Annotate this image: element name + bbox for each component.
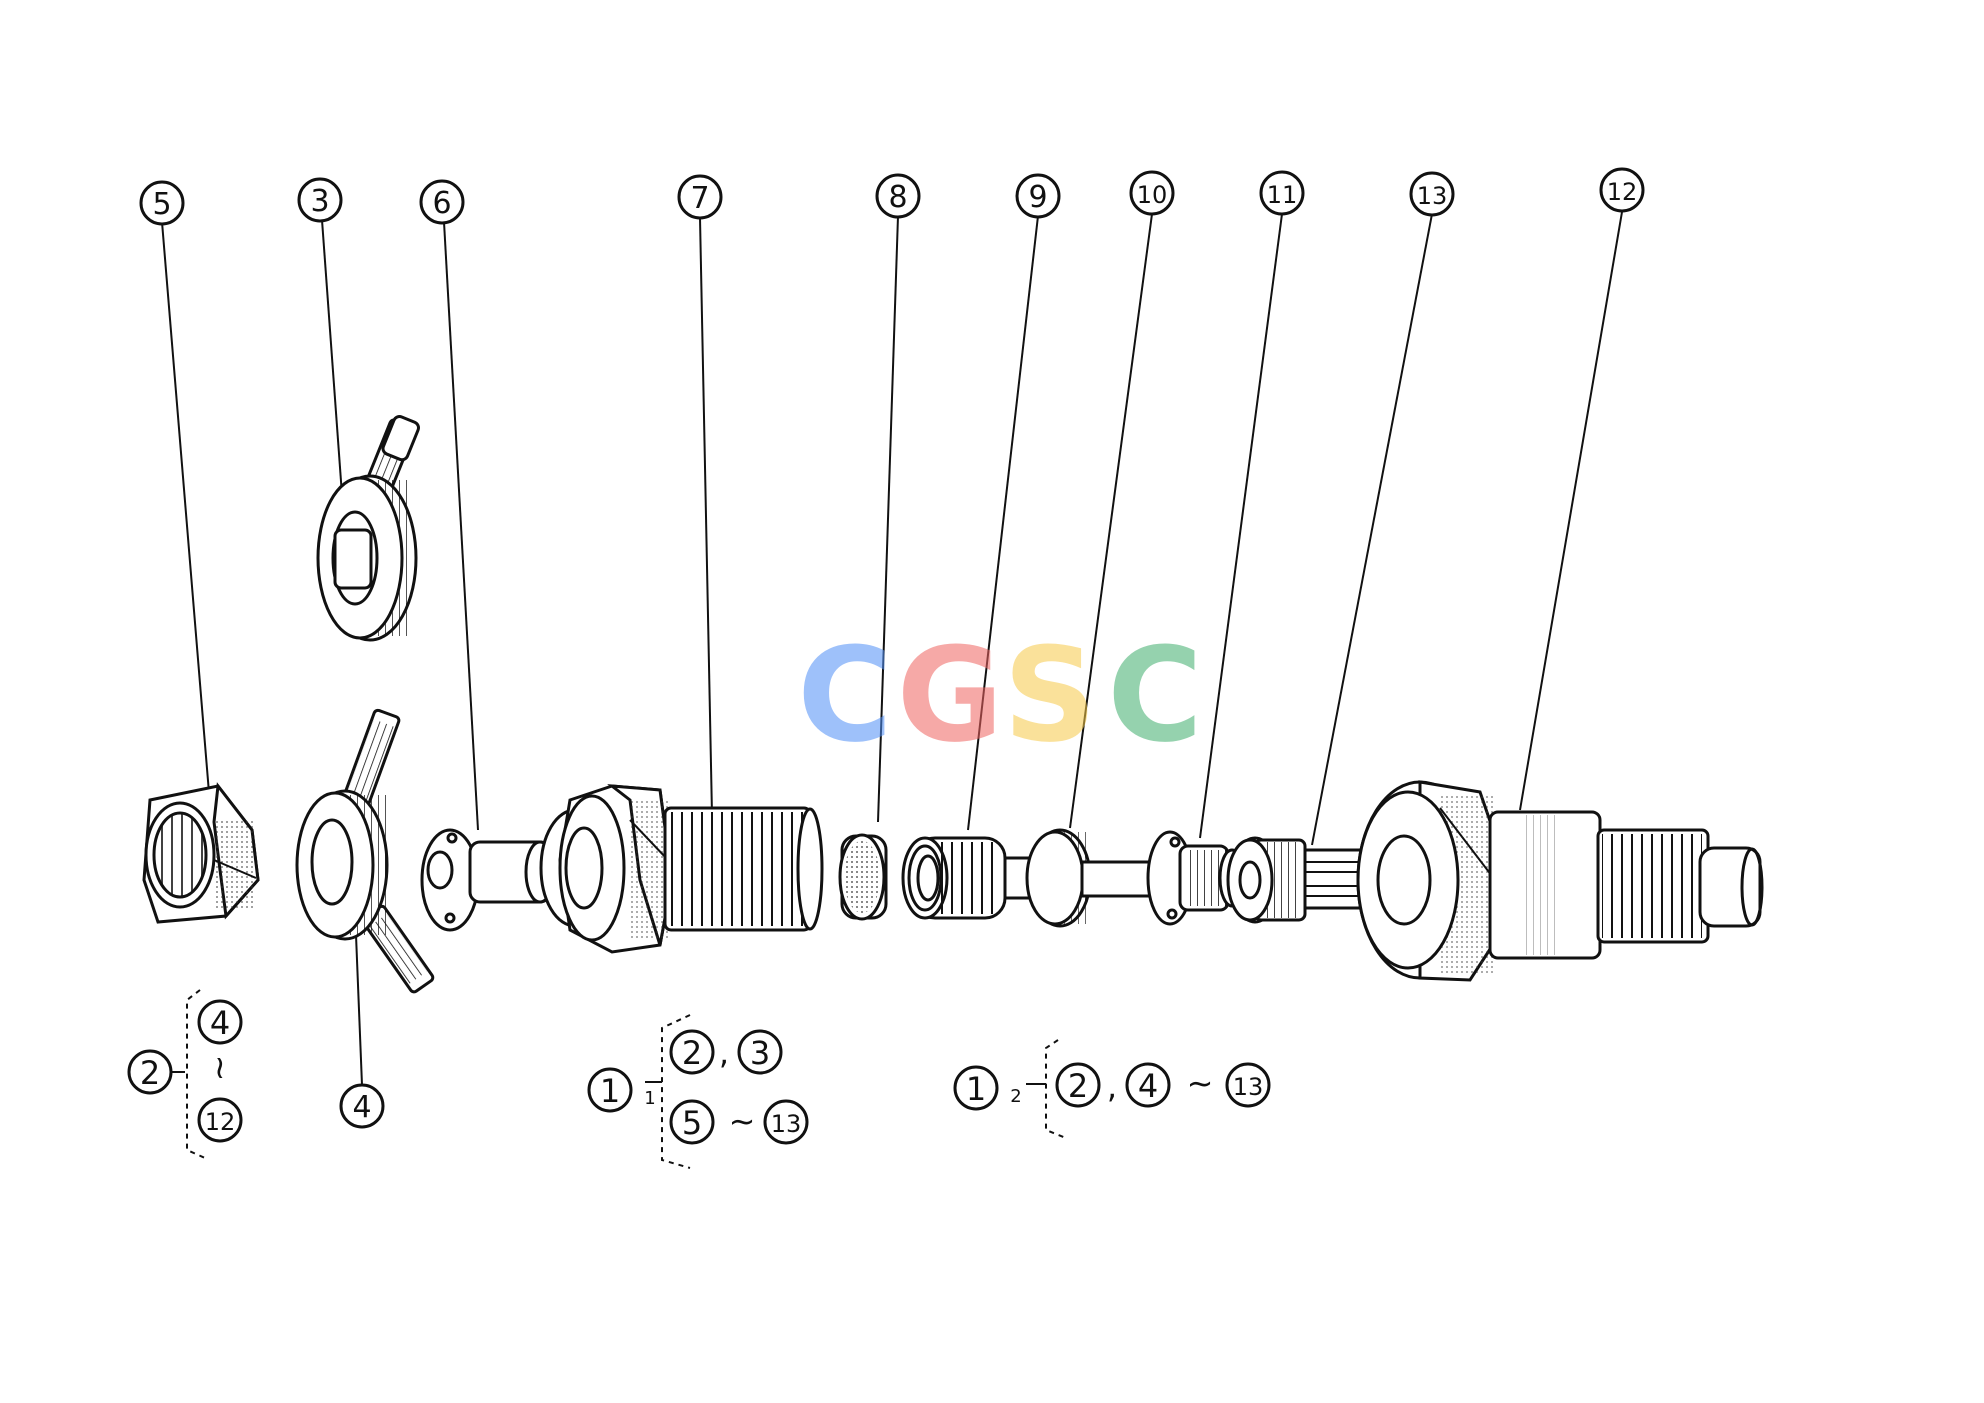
part-10-washer-rod	[1003, 828, 1164, 928]
callout-9: 9	[1015, 173, 1061, 219]
watermark-letter-c2: C	[1107, 619, 1202, 771]
callout-6: 6	[419, 179, 465, 225]
group-1-2-sub: 2	[1010, 1086, 1021, 1107]
part-9-spring	[901, 836, 1007, 920]
leader-lines	[161, 211, 1623, 1086]
group-1-2-c: 13	[1233, 1073, 1264, 1101]
part-4-banjo-fitting	[295, 708, 435, 994]
callout-10: 10	[1129, 170, 1175, 216]
group-1-2-a: 2	[1068, 1067, 1088, 1105]
group-1-2-comma: ,	[1107, 1068, 1117, 1106]
callout-13-label: 13	[1417, 182, 1448, 210]
group-2-bottom: 12	[205, 1108, 236, 1136]
callout-11-label: 11	[1267, 181, 1298, 209]
group-2-parent: 2	[140, 1054, 160, 1092]
watermark-letter-c1: C	[797, 619, 892, 771]
group-2-tilde: ~	[202, 1055, 240, 1082]
part-8-filter-disc	[838, 833, 888, 921]
callout-13: 13	[1409, 171, 1455, 217]
callout-4: 4	[339, 1083, 385, 1129]
group-2-top: 4	[210, 1004, 230, 1042]
group-1-1-a: 2	[682, 1034, 702, 1072]
callout-7: 7	[677, 174, 723, 220]
group-1-2-b: 4	[1138, 1067, 1158, 1105]
cgsc-watermark: C G S C	[797, 619, 1202, 771]
callout-4-label: 4	[352, 1090, 371, 1125]
callout-6-label: 6	[432, 186, 451, 221]
callout-7-label: 7	[690, 181, 709, 216]
part-5-hex-nut	[142, 782, 260, 924]
callout-8: 8	[875, 173, 921, 219]
group-1-1-c: 5	[682, 1104, 702, 1142]
part-6-valve-stem	[420, 828, 556, 932]
group-1-1-sub: 1	[644, 1088, 655, 1109]
assembly-group-1-1: 1 1 2 , 3 5 ~ 13	[587, 1014, 809, 1169]
callout-12-label: 12	[1607, 178, 1638, 206]
group-1-2-tilde: ~	[1187, 1064, 1214, 1102]
group-1-1-comma: ,	[719, 1034, 729, 1072]
callout-5: 5	[139, 180, 185, 226]
part-3-banjo-fitting	[316, 415, 420, 642]
callout-9-label: 9	[1028, 180, 1047, 215]
assembly-group-1-2: 1 2 2 , 4 ~ 13	[953, 1039, 1271, 1139]
callout-8-label: 8	[888, 180, 907, 215]
group-1-1-tilde: ~	[729, 1102, 756, 1140]
callout-3-label: 3	[310, 184, 329, 219]
group-1-1-d: 13	[771, 1110, 802, 1138]
assembly-group-2: 2 4 ~ 12	[127, 989, 243, 1159]
watermark-letter-s: S	[1003, 619, 1097, 771]
callout-12: 12	[1599, 167, 1645, 213]
watermark-letter-g: G	[897, 619, 1004, 771]
group-1-2-parent: 1	[966, 1070, 986, 1108]
part-7-threaded-body	[539, 784, 824, 954]
callout-5-label: 5	[152, 187, 171, 222]
group-1-1-parent: 1	[600, 1072, 620, 1110]
callout-11: 11	[1259, 170, 1305, 216]
part-12-nozzle-body	[1356, 780, 1764, 982]
group-1-1-b: 3	[750, 1034, 770, 1072]
callout-3: 3	[297, 177, 343, 223]
callout-10-label: 10	[1137, 181, 1168, 209]
